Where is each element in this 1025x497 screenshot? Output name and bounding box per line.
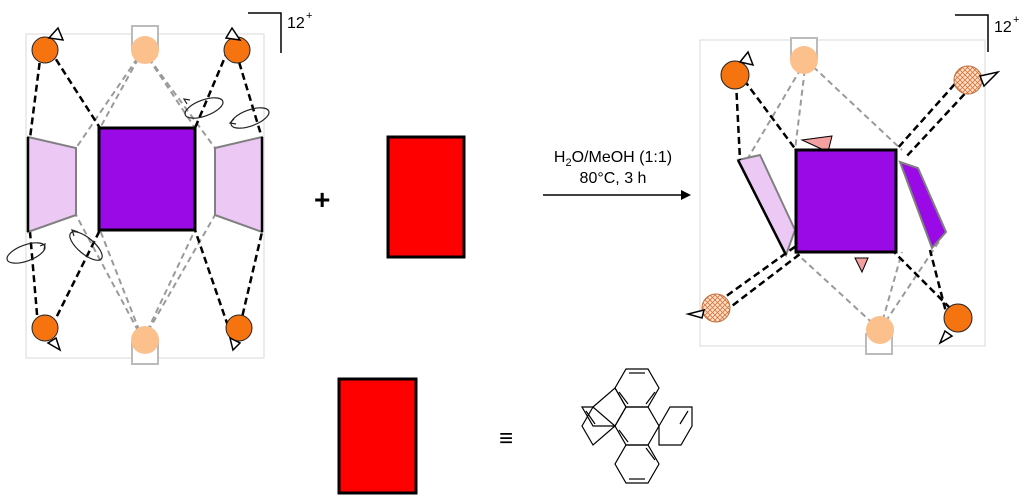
metal-node-hatched	[701, 293, 731, 323]
central-square	[97, 126, 197, 232]
equivalence-symbol: ≡	[499, 425, 513, 452]
charge-sign: +	[1013, 14, 1019, 26]
charge-number: 12	[994, 19, 1012, 36]
metal-node-hatched	[953, 65, 983, 95]
metal-node-dark	[31, 36, 59, 64]
side-panel-left	[736, 153, 797, 258]
rotation-arrow-icon	[228, 107, 270, 129]
plus-sign: +	[314, 184, 330, 215]
side-panel-left	[27, 135, 77, 234]
guest-behind-top	[800, 135, 833, 153]
metal-node-light	[790, 46, 818, 74]
solvent-conditions: H2O/MeOH (1:1)	[554, 149, 672, 169]
metal-node-light	[131, 326, 159, 354]
metal-node-dark	[943, 303, 973, 333]
charge-label-right: 12 +	[955, 14, 1019, 52]
metal-node-dark	[223, 36, 251, 64]
black-bonds	[28, 49, 264, 327]
reaction-arrow	[543, 190, 691, 200]
rotation-arrow-icon	[182, 97, 224, 119]
side-panel-right	[898, 160, 948, 250]
guest-behind-bottom	[854, 257, 869, 274]
metal-node-dark	[225, 314, 253, 342]
side-panel-right	[214, 135, 263, 234]
host-cage-left	[6, 25, 270, 365]
charge-number: 12	[287, 15, 305, 32]
temperature-time: 80°C, 3 h	[580, 170, 647, 187]
charge-sign: +	[306, 10, 312, 22]
guest-legend-rectangle-icon	[337, 377, 418, 495]
rotation-arrow-icon	[6, 242, 46, 264]
pyrene-structure-icon	[580, 368, 693, 484]
rotation-arrow-icon	[69, 229, 103, 261]
central-square	[794, 148, 898, 254]
metal-node-light	[131, 36, 159, 64]
guest-rectangle-icon	[386, 135, 466, 259]
metal-node-dark	[31, 314, 59, 342]
black-bonds	[717, 75, 973, 321]
charge-label-left: 12 +	[248, 10, 312, 53]
metal-node-light	[866, 316, 894, 344]
metal-node-dark	[720, 60, 750, 90]
gray-bonds	[75, 49, 216, 341]
host-guest-cage-right	[685, 37, 1001, 355]
cage-frame	[699, 39, 986, 347]
